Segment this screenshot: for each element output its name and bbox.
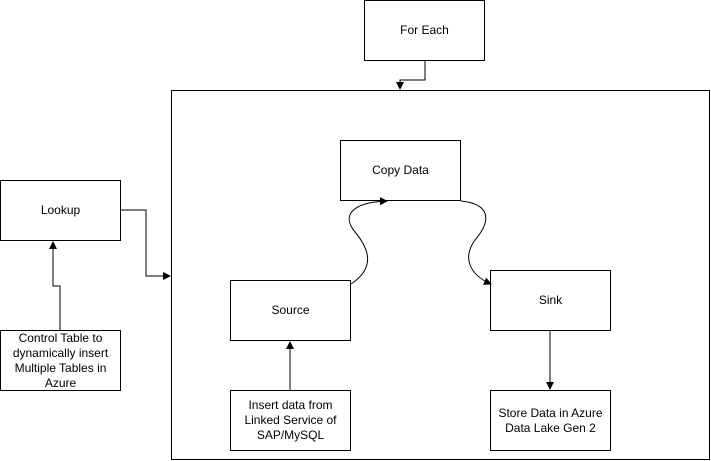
control-table-to-lookup-arrow [49, 241, 61, 330]
for-each-label: For Each [400, 23, 449, 37]
lookup-node[interactable]: Lookup [0, 180, 121, 241]
lookup-label: Lookup [40, 203, 81, 217]
sink-node[interactable]: Sink [490, 270, 611, 331]
source-label: Source [271, 303, 310, 317]
store-data-label: Store Data in Azure Data Lake Gen 2 [498, 405, 603, 435]
copy-data-to-sink-arrow [460, 200, 492, 285]
copy-data-node[interactable]: Copy Data [340, 140, 461, 201]
sink-label: Sink [538, 293, 563, 307]
source-to-copy-data-arrow [348, 197, 388, 285]
control-table-label: Control Table to dynamically insert Mult… [12, 330, 109, 390]
for-each-node[interactable]: For Each [364, 0, 485, 61]
lookup-to-container-arrow [121, 209, 171, 280]
insert-data-label: Insert data from Linked Service of SAP/M… [244, 398, 337, 442]
insert-data-node[interactable]: Insert data from Linked Service of SAP/M… [230, 390, 351, 451]
store-data-node[interactable]: Store Data in Azure Data Lake Gen 2 [490, 390, 611, 451]
copy-data-label: Copy Data [372, 163, 429, 177]
foreach-container [171, 90, 710, 460]
source-node[interactable]: Source [230, 280, 351, 341]
foreach-to-container-arrow [396, 61, 426, 90]
control-table-node[interactable]: Control Table to dynamically insert Mult… [0, 330, 121, 391]
